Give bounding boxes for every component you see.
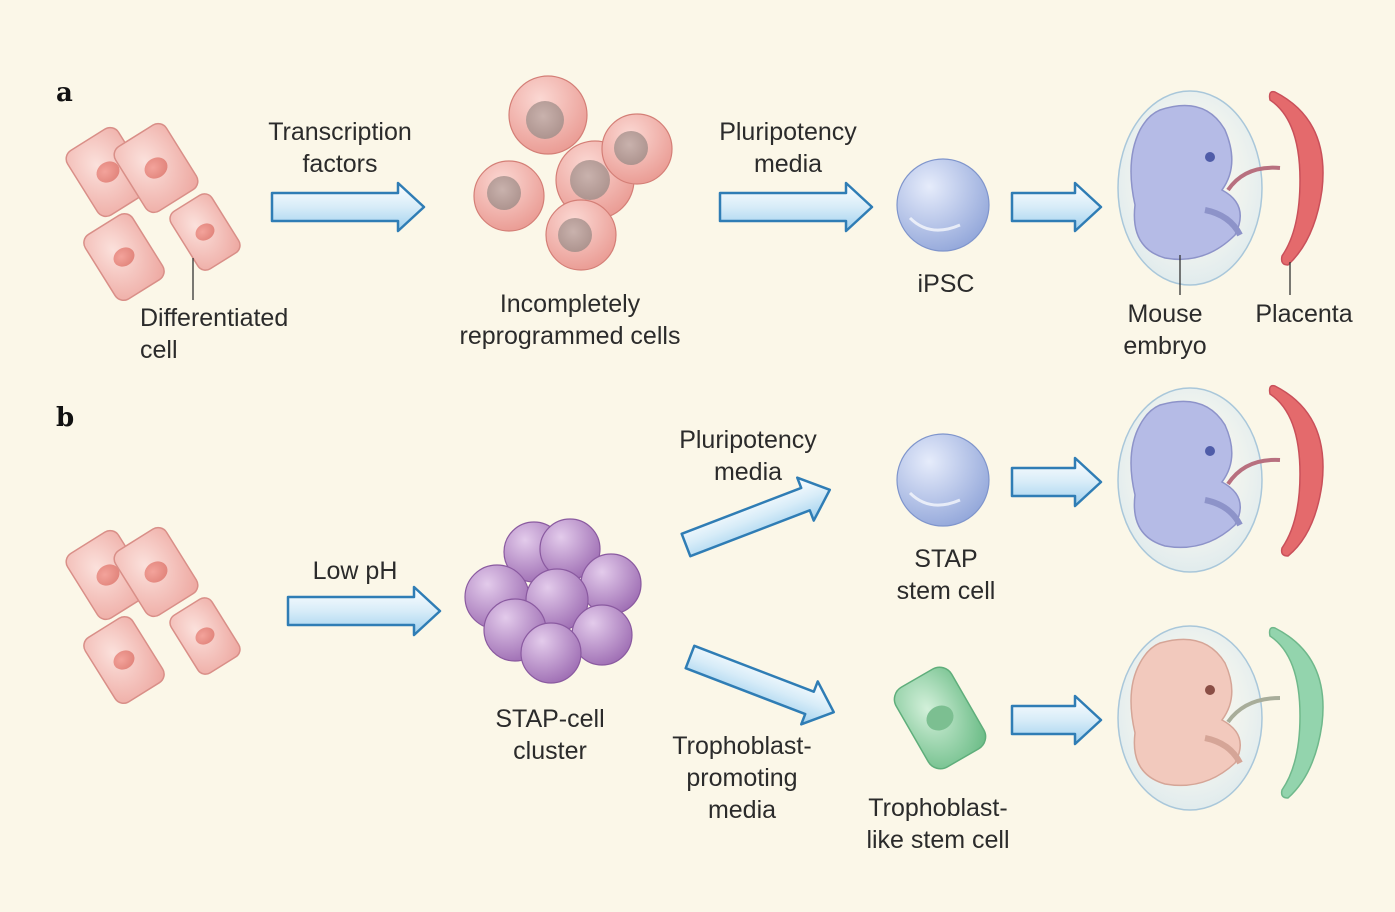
label-line: Pluripotency <box>679 426 817 454</box>
differentiated-cell <box>83 615 165 705</box>
label-mouse-embryo: Mouse embryo <box>1095 298 1235 362</box>
placenta-a <box>1268 90 1324 295</box>
arrow-low-ph <box>286 585 442 637</box>
label-stap-cluster: STAP-cell cluster <box>460 703 640 767</box>
trophoblast-like-stem-cell <box>893 666 987 770</box>
mouse-embryo-a <box>1117 90 1263 295</box>
incomplete-cell <box>473 160 545 232</box>
label-line: embryo <box>1123 332 1207 360</box>
stap-cell-cluster <box>464 518 642 684</box>
label-pluripotency-media-b: Pluripotency media <box>648 424 848 488</box>
mouse-embryo-b-bottom <box>1117 625 1263 811</box>
label-line: cell <box>140 336 178 364</box>
umbilical-cord-a <box>1226 165 1281 192</box>
label-trophoblast-promoting-media: Trophoblast- promoting media <box>642 730 842 826</box>
label-line: media <box>707 796 777 824</box>
label-trophoblast-like-stem-cell: Trophoblast- like stem cell <box>840 792 1036 856</box>
label-low-ph: Low pH <box>312 557 398 585</box>
label-line: Pluripotency <box>719 118 857 146</box>
label-line: Trophoblast- <box>868 794 1008 822</box>
label-placenta: Placenta <box>1255 300 1353 328</box>
label-ipsc: iPSC <box>917 270 975 298</box>
label-line: STAP <box>914 545 978 573</box>
label-line: reprogrammed cells <box>459 322 681 350</box>
arrow-to-embryo-b-bottom <box>1010 694 1103 746</box>
label-line: media <box>753 150 823 178</box>
arrow-to-embryo-b-top <box>1010 456 1103 508</box>
label-line: Differentiated <box>140 304 289 332</box>
incomplete-cells <box>473 75 673 271</box>
placenta-b-bottom <box>1268 626 1324 799</box>
panel-label-b: b <box>56 403 75 433</box>
label-line: like stem cell <box>866 826 1010 854</box>
umbilical-cord-b-top <box>1226 457 1281 486</box>
label-line: media <box>713 458 783 486</box>
stap-stem-cell <box>896 433 990 527</box>
incomplete-cell <box>545 199 617 271</box>
label-line: Trophoblast- <box>672 732 812 760</box>
incomplete-cell <box>601 113 673 185</box>
differentiated-cell <box>169 193 241 271</box>
umbilical-cord-b-bottom <box>1226 696 1281 724</box>
mouse-embryo-b-top <box>1117 387 1263 573</box>
differentiated-cells-b <box>65 526 241 705</box>
differentiated-cell <box>169 597 241 675</box>
label-line: cluster <box>513 737 587 765</box>
ipsc-cell <box>896 158 990 252</box>
placenta-b-top <box>1268 384 1324 557</box>
arrow-trophoblast-promoting <box>684 644 836 726</box>
arrow-pluripotency-a <box>718 181 874 233</box>
panel-label-a: a <box>56 78 73 108</box>
differentiated-cell <box>113 526 199 618</box>
label-line: STAP-cell <box>495 705 605 733</box>
label-transcription-factors: Transcription factors <box>230 116 450 180</box>
label-line: promoting <box>686 764 798 792</box>
label-pluripotency-media-a: Pluripotency media <box>688 116 888 180</box>
incomplete-cell <box>508 75 588 155</box>
differentiated-cell <box>83 212 165 302</box>
label-stap-stem-cell: STAP stem cell <box>866 543 1026 607</box>
label-line: Incompletely <box>499 290 641 318</box>
arrow-to-embryo-a <box>1010 181 1103 233</box>
label-line: Transcription <box>268 118 412 146</box>
arrow-pluripotency-b <box>680 476 832 558</box>
label-line: factors <box>302 150 378 178</box>
differentiated-cell <box>113 122 199 214</box>
label-line: stem cell <box>896 577 996 605</box>
label-incomplete-cells: Incompletely reprogrammed cells <box>430 288 710 352</box>
differentiated-cells-a <box>65 122 241 302</box>
arrow-transcription <box>270 181 426 233</box>
label-line: Mouse <box>1127 300 1203 328</box>
label-differentiated-cell: Differentiated cell <box>140 302 340 366</box>
